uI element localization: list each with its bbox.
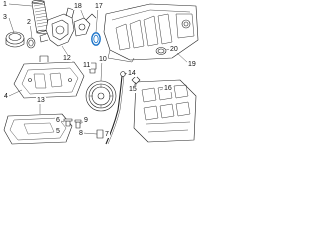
callout-18: 18: [73, 3, 83, 10]
pulley-bolt: [96, 129, 104, 139]
callout-19: 19: [187, 61, 197, 68]
o-ring: [26, 37, 36, 49]
intake-manifold: [103, 3, 199, 63]
callout-10: 10: [98, 56, 108, 63]
crankshaft-pulley: [85, 80, 117, 112]
exhaust-manifold: [133, 79, 197, 143]
coolant-fitting: [73, 13, 97, 37]
callout-3: 3: [2, 14, 8, 21]
callout-9: 9: [83, 117, 89, 124]
callout-13: 13: [36, 97, 46, 104]
callout-8: 8: [78, 130, 84, 137]
callout-4: 4: [3, 93, 9, 100]
callout-11: 11: [82, 62, 92, 69]
throttle-gasket: [155, 47, 167, 55]
bolt: [74, 119, 82, 129]
callout-14: 14: [127, 70, 137, 77]
upper-oil-pan: [13, 55, 85, 99]
filter-cap: [5, 31, 25, 48]
lower-oil-pan: [3, 113, 73, 145]
highlighted-seal: [91, 32, 101, 46]
callout-1: 1: [2, 1, 8, 8]
callout-6: 6: [55, 117, 61, 124]
manifold-gasket: [131, 75, 141, 85]
parts-diagram: 1 3 2 18 17 12 19 20 14 15 16 4 11 10 13…: [0, 0, 200, 147]
callout-7: 7: [104, 131, 110, 138]
oil-filter-housing: [39, 7, 75, 47]
callout-16: 16: [163, 85, 173, 92]
drain-plug: [63, 118, 73, 127]
callout-17: 17: [94, 3, 104, 10]
callout-12: 12: [62, 55, 72, 62]
dipstick-tube: [105, 71, 126, 145]
callout-20: 20: [169, 46, 179, 53]
callout-5: 5: [55, 128, 61, 135]
callout-2: 2: [26, 19, 32, 26]
callout-15: 15: [128, 86, 138, 93]
